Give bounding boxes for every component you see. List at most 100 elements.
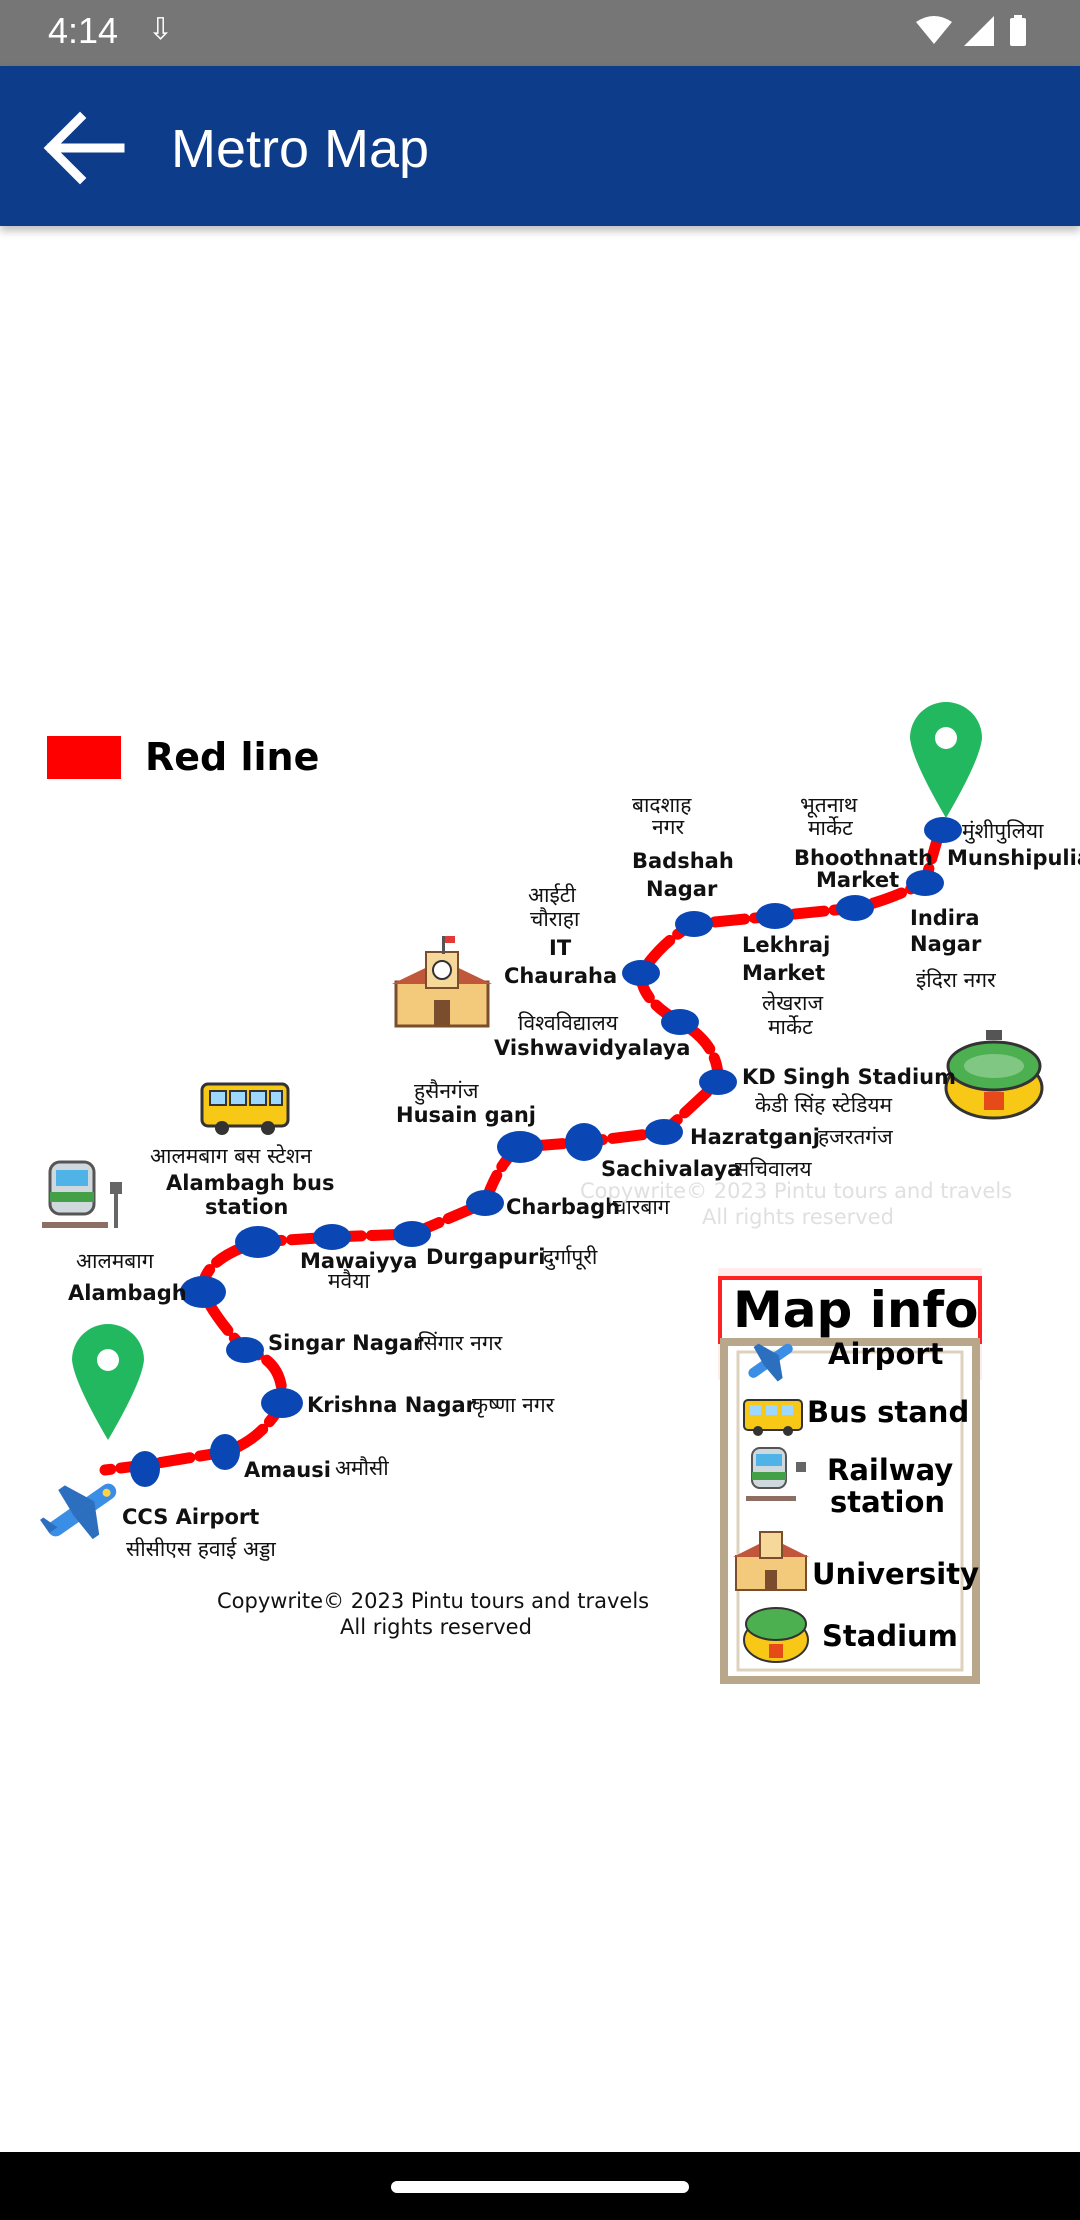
station-vishwavidyalaya [661, 1009, 699, 1035]
station-munshipulia [924, 817, 962, 843]
map-info-university: University [812, 1557, 979, 1591]
station-kd-singh [699, 1069, 737, 1095]
metro-map[interactable]: Red line [0, 700, 1080, 1700]
legend-university-icon [733, 1531, 809, 1591]
label-it-en-1: IT [549, 936, 572, 960]
bus-icon [200, 1082, 290, 1135]
legend-train-icon [746, 1447, 806, 1501]
legend-airplane-icon [748, 1343, 793, 1382]
label-lekhraj-2: Market [742, 961, 825, 985]
label-alambagh-bus-hi: आलमबाग बस स्टेशन [150, 1144, 312, 1168]
battery-icon [1010, 18, 1026, 46]
back-button[interactable] [40, 104, 128, 192]
airplane-icon [40, 1483, 117, 1540]
station-krishna-nagar [261, 1388, 303, 1418]
label-bhoothnath-hi-2: मार्केट [808, 816, 853, 840]
label-munshipulia-en: Munshipulia [947, 846, 1080, 870]
station-it-chauraha [622, 960, 660, 986]
label-kd-singh-hi: केडी सिंह स्टेडियम [755, 1093, 893, 1117]
station-amausi [210, 1434, 240, 1470]
label-bhoothnath-en-2: Market [816, 868, 899, 892]
label-hazratganj-hi: हजरतगंज [818, 1125, 893, 1149]
app-bar: Metro Map [0, 66, 1080, 226]
legend-label: Red line [145, 735, 319, 779]
label-ccs-hi: सीसीएस हवाई अड्डा [126, 1537, 276, 1561]
station-alambagh [180, 1276, 226, 1308]
cellular-icon [964, 16, 994, 46]
label-lekhraj-1: Lekhraj [742, 933, 830, 957]
train-icon [42, 1160, 122, 1228]
label-alambagh-hi: आलमबाग [76, 1249, 155, 1273]
status-bar: 4:14 ⇩ [0, 0, 1080, 66]
map-info-box: Map info Airport Bus stand [718, 1268, 982, 1684]
map-info-airport: Airport [828, 1337, 944, 1371]
stadium-icon [944, 1030, 1044, 1120]
pin-start-icon [72, 1324, 144, 1440]
label-ccs-en: CCS Airport [122, 1505, 259, 1529]
label-krishna-en: Krishna Nagar [307, 1393, 477, 1417]
label-amausi-hi: अमौसी [335, 1456, 389, 1480]
station-singar-nagar [226, 1337, 264, 1363]
station-durgapuri [393, 1221, 431, 1247]
station-badshah-nagar [675, 911, 713, 937]
page-title: Metro Map [171, 119, 430, 179]
label-indira-2: Nagar [910, 932, 982, 956]
label-indira-hi: इंदिरा नगर [916, 968, 996, 992]
label-charbagh-en: Charbagh [506, 1195, 620, 1219]
label-durgapuri-hi: दुर्गापूरी [543, 1245, 598, 1271]
label-bhoothnath-en-1: Bhoothnath [794, 846, 933, 870]
label-singar-en: Singar Nagar [268, 1331, 424, 1355]
navigation-bar [0, 2152, 1080, 2220]
label-sachivalaya-en: Sachivalaya [601, 1157, 741, 1181]
watermark-line2: All rights reserved [702, 1205, 894, 1229]
label-alambagh-bus-en-2: station [205, 1195, 288, 1219]
label-husain-en: Husain ganj [396, 1103, 536, 1127]
label-husain-hi: हुसैनगंज [414, 1079, 479, 1105]
map-info-stadium: Stadium [822, 1619, 958, 1653]
label-lekhraj-hi-1: लेखराज [762, 991, 823, 1015]
station-ccs-airport [130, 1451, 160, 1487]
map-info-railway-1: Railway [827, 1453, 953, 1487]
label-indira-1: Indira [910, 906, 980, 930]
red-line-route [99, 824, 946, 1476]
station-husain-ganj [497, 1131, 543, 1163]
map-info-bus-stand: Bus stand [807, 1395, 969, 1429]
label-badshah-en-2: Nagar [646, 877, 718, 901]
watermark-line1: Copywrite© 2023 Pintu tours and travels [580, 1179, 1012, 1203]
station-hazratganj [645, 1119, 683, 1145]
download-icon: ⇩ [148, 12, 174, 47]
label-krishna-hi: कृष्णा नगर [472, 1393, 555, 1418]
station-dots [130, 817, 962, 1487]
label-badshah-hi-2: नगर [652, 815, 684, 839]
label-vishwa-en: Vishwavidyalaya [494, 1036, 690, 1060]
label-alambagh-bus-en-1: Alambagh bus [166, 1171, 334, 1195]
copyright-line2: All rights reserved [340, 1615, 532, 1639]
label-lekhraj-hi-2: मार्केट [768, 1015, 813, 1039]
label-it-en-2: Chauraha [504, 964, 617, 988]
station-bhoothnath [836, 895, 874, 921]
station-indira-nagar [906, 870, 944, 896]
label-bhoothnath-hi-1: भूतनाथ [800, 793, 858, 818]
status-time: 4:14 [48, 10, 119, 51]
home-gesture-handle[interactable] [391, 2181, 689, 2193]
label-charbagh-hi: चारबाग [613, 1195, 671, 1219]
station-sachivalaya [565, 1123, 603, 1161]
map-info-railway-2: station [830, 1485, 945, 1519]
label-it-hi-2: चौराहा [530, 907, 580, 931]
station-mawaiyya [313, 1224, 351, 1250]
legend-swatch [47, 736, 121, 779]
station-alambagh-bus [235, 1226, 281, 1258]
station-lekhraj [756, 903, 794, 929]
station-charbagh [466, 1190, 504, 1216]
label-amausi-en: Amausi [244, 1458, 331, 1482]
wifi-icon [916, 16, 952, 44]
legend-stadium-icon [743, 1607, 809, 1663]
label-singar-hi: सिंगार नगर [418, 1331, 503, 1355]
status-icons [914, 14, 1034, 54]
label-mawaiyya-en: Mawaiyya [300, 1249, 417, 1273]
label-kd-singh-en: KD Singh Stadium [742, 1065, 956, 1089]
label-sachivalaya-hi: सचिवालय [735, 1157, 812, 1181]
legend-bus-icon [743, 1399, 803, 1436]
label-badshah-hi-1: बादशाह [632, 793, 692, 817]
copyright-line1: Copywrite© 2023 Pintu tours and travels [217, 1589, 649, 1613]
